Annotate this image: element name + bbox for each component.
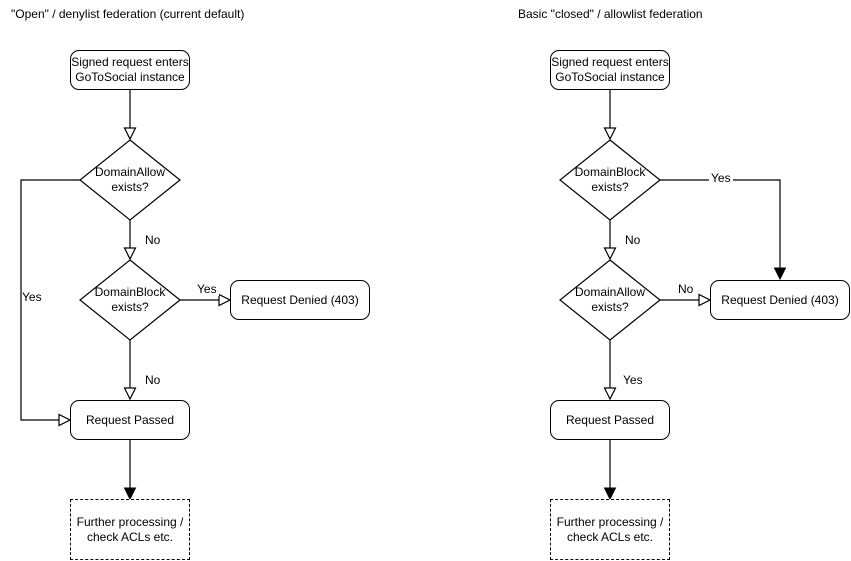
arrowhead-open-icon [603,247,617,261]
open-decision1-diamond [79,139,181,221]
open-chart-edges [20,90,232,501]
arrowhead-filled-icon [603,487,617,501]
closed-denied-node: Request Denied (403) [710,280,850,320]
arrowhead-open-icon [698,293,712,307]
arrowhead-filled-icon [773,267,787,281]
open-passed-node: Request Passed [70,400,190,440]
arrowhead-open-icon [218,293,232,307]
open-denied-node: Request Denied (403) [230,280,370,320]
edge-open-decision1-yes-loop [20,179,80,421]
closed-chart-title: Basic "closed" / allowlist federation [518,7,703,21]
open-decision2-yes-label: Yes [195,282,219,296]
arrowhead-open-icon [58,413,72,427]
arrowhead-open-icon [603,387,617,401]
arrowhead-open-icon [123,247,137,261]
open-decision2-diamond [79,259,181,341]
closed-decision1-diamond [559,139,661,221]
arrowhead-open-icon [123,127,137,141]
closed-start-node: Signed request enters GoToSocial instanc… [550,50,670,90]
arrowhead-open-icon [603,127,617,141]
closed-chart-edges [559,90,787,501]
open-chart-title: "Open" / denylist federation (current de… [11,7,245,21]
open-start-node: Signed request enters GoToSocial instanc… [70,50,190,90]
closed-decision2-yes-label: Yes [621,373,645,387]
arrowhead-filled-icon [123,487,137,501]
open-decision1-yes-label: Yes [22,290,42,304]
closed-further-node: Further processing / check ACLs etc. [550,499,670,560]
closed-decision1-yes-label: Yes [709,171,733,185]
arrowhead-open-icon [123,387,137,401]
closed-decision1-no-label: No [623,233,643,247]
closed-passed-node: Request Passed [550,400,670,440]
open-decision1-no-label: No [143,233,163,247]
closed-decision2-no-label: No [676,282,696,296]
open-further-node: Further processing / check ACLs etc. [70,499,190,560]
closed-decision2-diamond [559,259,661,341]
open-decision2-no-label: No [143,373,163,387]
edge-closed-decision1-yes-elbow [660,179,781,268]
